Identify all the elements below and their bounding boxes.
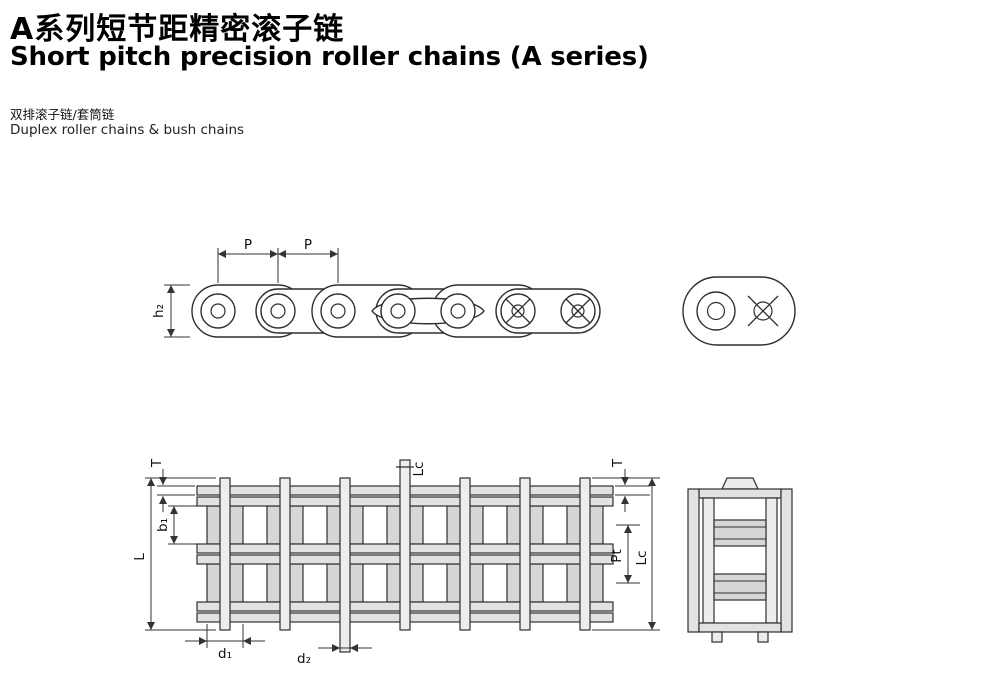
- dim-label-p1: P: [244, 237, 252, 253]
- pin-stub: [757, 631, 769, 643]
- bush-rect: [713, 573, 767, 601]
- cotter-pin-mark: [505, 298, 531, 324]
- pin-extended-lc: [399, 459, 411, 631]
- outer-plate-right: [780, 488, 793, 633]
- pin-hole: [210, 303, 226, 319]
- page-subtitle-zh: 双排滚子链/套筒链: [10, 107, 115, 122]
- pin-hole: [706, 301, 726, 321]
- page-title-en: Short pitch precision roller chains (A s…: [10, 42, 649, 72]
- cotter-cross-line: [505, 298, 531, 324]
- dim-label-h2: h₂: [151, 304, 167, 318]
- cotter-pin-mark: [747, 295, 779, 327]
- page-title-zh: A系列短节距精密滚子链: [10, 12, 345, 47]
- dim-label-pt: Pt: [609, 549, 625, 562]
- pin: [519, 477, 531, 631]
- bush-rect: [713, 519, 767, 547]
- pin-head-cap: [721, 477, 759, 490]
- dimension-h2: h₂: [151, 284, 190, 338]
- dimension-pt: Pt: [609, 524, 640, 584]
- dim-label-p2: P: [304, 237, 312, 253]
- bush-row2: [713, 573, 767, 601]
- outer-plate-left: [687, 488, 700, 633]
- dim-label-b1: b₁: [155, 518, 171, 532]
- pin-hole: [390, 303, 406, 319]
- bush-row1: [713, 519, 767, 547]
- dimension-t-right: T: [610, 458, 650, 512]
- pin: [579, 477, 591, 631]
- dimension-l: L: [132, 477, 216, 631]
- dimension-d2: d₂: [297, 644, 372, 667]
- pin: [279, 477, 291, 631]
- dim-label-lc-top: Lc: [411, 462, 427, 477]
- inner-plate-right: [765, 497, 778, 624]
- pin: [459, 477, 471, 631]
- pin-hole: [270, 303, 286, 319]
- bottom-plate-edge: [698, 622, 782, 633]
- pin-hole: [330, 303, 346, 319]
- dimension-pitch: P P: [217, 237, 339, 283]
- dim-label-d1: d₁: [218, 646, 232, 662]
- pin-extended-d2: [339, 477, 351, 653]
- dim-label-d2: d₂: [297, 651, 311, 667]
- cotter-cross-line: [747, 295, 779, 327]
- duplex-link-end-view: [687, 477, 793, 643]
- duplex-chain-plan-view: T b₁ L Lc: [132, 458, 660, 667]
- pin-stub: [711, 631, 723, 643]
- dim-label-lc-right: Lc: [634, 551, 650, 566]
- single-link-side-view: [682, 276, 796, 346]
- cotter-pin-mark: [565, 298, 591, 324]
- page-subtitle-en: Duplex roller chains & bush chains: [10, 122, 245, 138]
- dimension-d1: d₁: [185, 624, 265, 662]
- inner-plate-left: [702, 497, 715, 624]
- dim-label-l: L: [132, 553, 148, 561]
- pin-hole: [450, 303, 466, 319]
- dim-label-t-right: T: [610, 458, 626, 468]
- dim-label-t-left: T: [149, 458, 165, 468]
- dimension-b1: b₁: [155, 505, 205, 545]
- cotter-cross-line: [565, 298, 591, 324]
- dimension-t-left: T: [149, 458, 195, 512]
- dimension-lc-right: Lc: [592, 477, 660, 631]
- chain-side-view: P P h₂: [151, 237, 601, 338]
- top-plate-edge: [698, 488, 782, 499]
- pin: [219, 477, 231, 631]
